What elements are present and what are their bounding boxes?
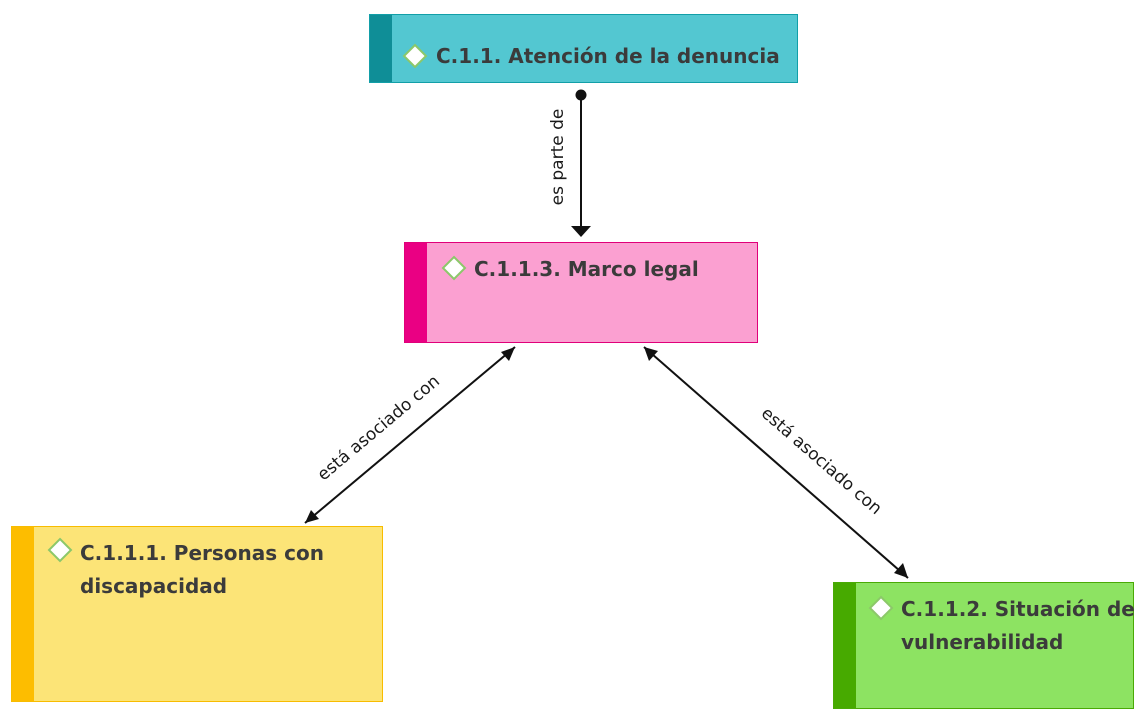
edge-asociado-left[interactable]: está asociado con (304, 346, 516, 524)
node-color-bar (12, 527, 34, 701)
diamond-icon (441, 255, 467, 281)
node-marco-legal[interactable]: C.1.1.3. Marco legal (404, 242, 758, 343)
node-color-bar (405, 243, 427, 342)
arrow-head (644, 347, 658, 361)
edge-label-asociado-left: está asociado con (314, 371, 444, 485)
node-title: C.1.1.1. Personas con discapacidad (80, 541, 324, 598)
edge-es-parte-de[interactable]: es parte de (548, 89, 591, 238)
edge-line (304, 346, 516, 524)
arrow-head (894, 563, 908, 578)
node-title: C.1.1.3. Marco legal (474, 257, 699, 281)
diamond-icon (47, 537, 73, 563)
node-color-bar (370, 15, 392, 82)
node-title: C.1.1. Atención de la denuncia (436, 44, 780, 68)
node-title: C.1.1.2. Situación de vulnerabilidad (901, 597, 1134, 654)
arrow-head (501, 347, 515, 361)
node-color-bar (834, 583, 856, 708)
diamond-icon (868, 595, 894, 621)
edge-line (643, 346, 909, 579)
node-atencion-de-la-denuncia[interactable]: C.1.1. Atención de la denuncia (369, 14, 798, 83)
node-personas-con-discapacidad[interactable]: C.1.1.1. Personas con discapacidad (11, 526, 383, 702)
arrow-head (305, 510, 319, 523)
diamond-icon (402, 43, 428, 69)
edge-asociado-right[interactable]: está asociado con (643, 346, 909, 579)
node-situacion-de-vulnerabilidad[interactable]: C.1.1.2. Situación de vulnerabilidad (833, 582, 1134, 709)
edge-label-es-parte-de: es parte de (548, 109, 568, 206)
arrow-head (571, 226, 591, 237)
